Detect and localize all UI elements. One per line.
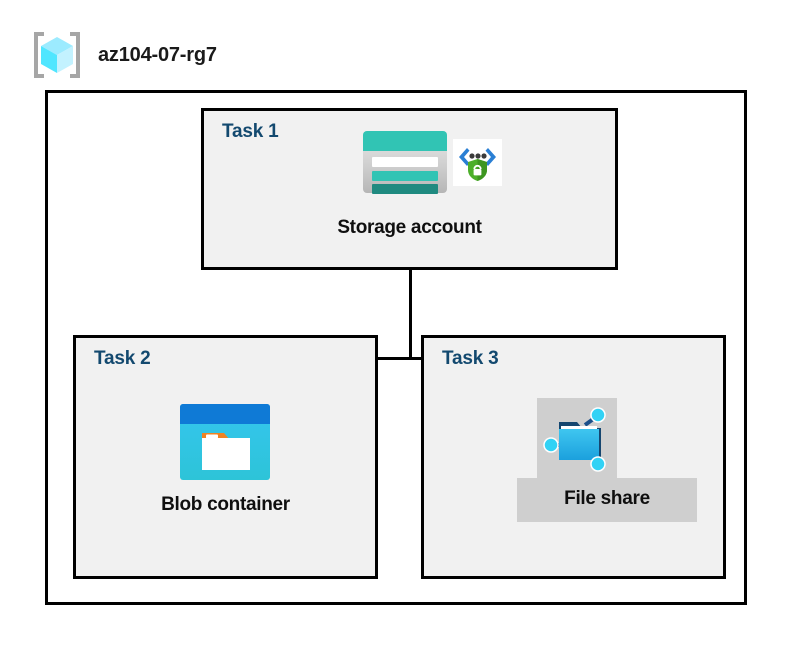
task-2-label: Task 2 xyxy=(94,348,151,369)
resource-group-container: Task 1 xyxy=(45,90,747,605)
task-1-box[interactable]: Task 1 xyxy=(201,108,618,270)
task-1-label: Task 1 xyxy=(222,121,279,142)
page-title: az104-07-rg7 xyxy=(98,43,217,66)
resource-group-cube-icon xyxy=(30,29,84,81)
resource-group-header: az104-07-rg7 xyxy=(30,26,350,84)
task-2-node-caption: Blob container xyxy=(161,494,290,515)
connector-crossbar xyxy=(239,357,582,360)
task-2-box[interactable]: Task 2 Blob container xyxy=(73,335,378,579)
task-1-node-caption: Storage account xyxy=(337,217,482,238)
file-share-icon xyxy=(537,398,617,478)
task-3-node-caption: File share xyxy=(564,488,650,509)
task-3-label: Task 3 xyxy=(442,348,499,369)
storage-account-icon xyxy=(363,131,447,194)
connector-trunk xyxy=(409,270,412,360)
blob-container-icon xyxy=(180,404,270,480)
file-share-selection-highlight xyxy=(517,478,697,522)
security-shield-icon xyxy=(453,139,502,186)
task-3-box[interactable]: Task 3 xyxy=(421,335,726,579)
